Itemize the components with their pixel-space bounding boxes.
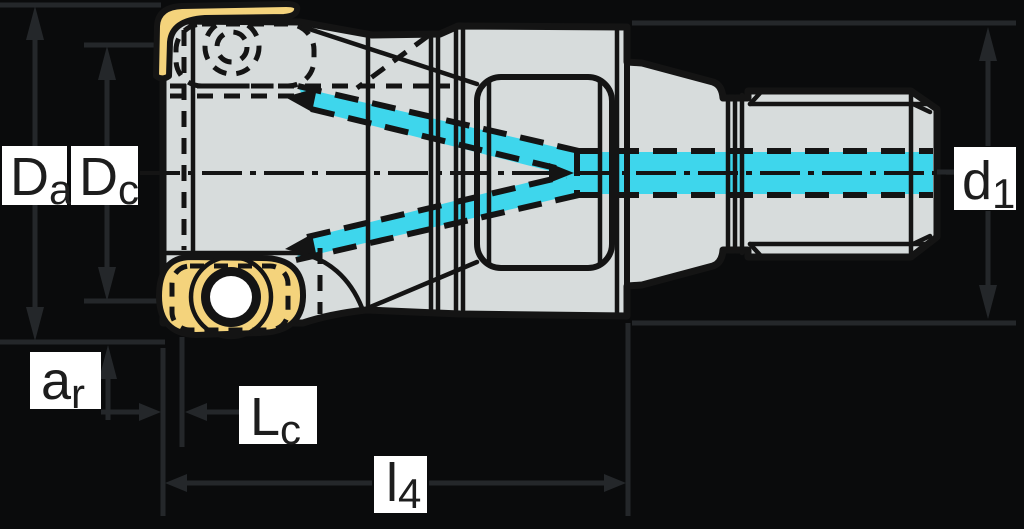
svg-text:d1: d1 xyxy=(962,151,1015,217)
cone-slant-bottom xyxy=(365,259,480,311)
coolant-hidden-lines xyxy=(295,83,933,263)
dimension-labels: Da Dc ar Lc l4 d1 xyxy=(2,146,1016,517)
label-Lc: Lc xyxy=(239,386,317,453)
screw-hole-hidden-outer xyxy=(202,17,262,77)
svg-text:Lc: Lc xyxy=(250,387,301,453)
pocket-hidden-diagonal xyxy=(355,33,430,91)
coolant-dash-lower-bottom xyxy=(295,192,580,263)
dimension-extension-lines xyxy=(0,2,1016,516)
label-Da: Da xyxy=(2,146,73,213)
dimension-l4 xyxy=(165,474,626,492)
dimension-Da xyxy=(26,6,44,341)
coolant-flow-arrow-lower xyxy=(285,234,317,258)
dimension-Lc xyxy=(101,403,242,421)
coolant-dash-upper-bottom xyxy=(310,106,565,173)
top-insert xyxy=(153,1,301,82)
screw-hole-hidden-inner xyxy=(214,29,250,65)
dimension-ar xyxy=(99,345,117,420)
label-Dc: Dc xyxy=(71,146,139,213)
dimension-d1 xyxy=(979,27,997,319)
coolant-dash-lower-top xyxy=(306,173,567,240)
label-l4: l4 xyxy=(374,453,427,517)
screw-hole-bore xyxy=(210,276,252,318)
thread-chamfer-tr xyxy=(910,101,933,115)
cone-slant-top xyxy=(300,24,480,87)
screw-hole-outer-ring xyxy=(188,254,274,340)
label-ar: ar xyxy=(30,351,101,417)
dimension-Dc xyxy=(98,46,116,301)
svg-text:Dc: Dc xyxy=(79,147,139,213)
bottom-insert-hidden-outline xyxy=(169,263,291,333)
top-pocket-hidden-outline xyxy=(173,21,317,89)
insert-screw-hole xyxy=(188,254,274,340)
thread-chamfer-br xyxy=(910,233,933,247)
svg-text:ar: ar xyxy=(41,351,85,417)
svg-text:l4: l4 xyxy=(386,453,421,517)
coolant-flow-arrow-upper xyxy=(285,88,317,112)
label-d1: d1 xyxy=(954,147,1016,217)
thread-chamfer-tl xyxy=(747,89,764,107)
coolant-dash-upper-top xyxy=(297,83,580,154)
svg-text:Da: Da xyxy=(10,147,73,213)
thread-chamfer-bl xyxy=(747,241,764,259)
dimension-arrows xyxy=(26,6,997,492)
